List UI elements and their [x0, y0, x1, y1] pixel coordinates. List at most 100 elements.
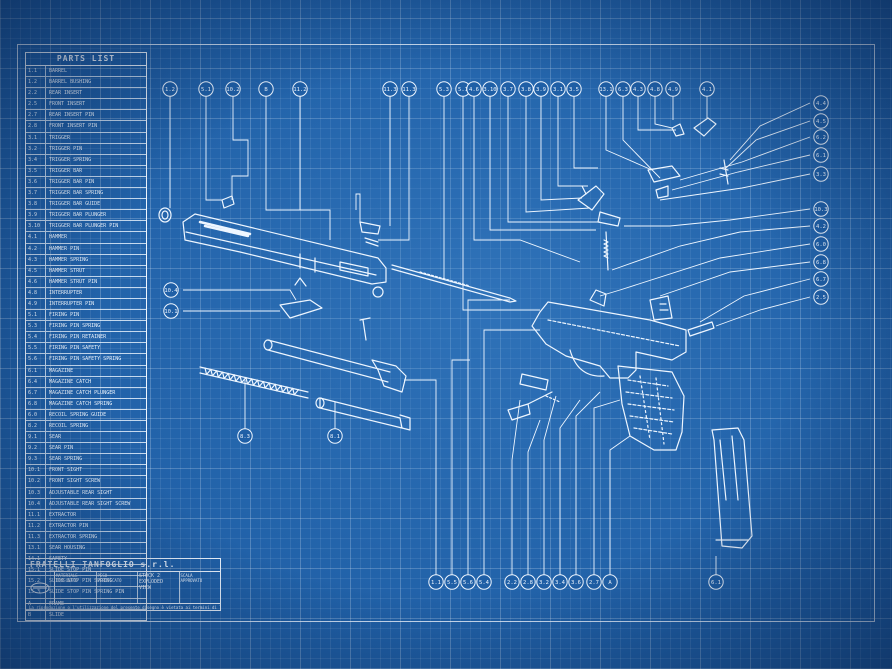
callout-label: 5.1	[201, 87, 211, 93]
callout-c-10-2: 10.2	[225, 81, 241, 97]
callout-label: 2.2	[507, 580, 517, 586]
callout-c-11-5: 11.3	[401, 81, 417, 97]
magazine-catch-part	[687, 321, 715, 337]
callout-c-1-2: 1.2	[162, 81, 178, 97]
callout-label: 3.4	[555, 580, 566, 586]
recoil-guide-part	[315, 397, 411, 431]
callout-label: 6.2	[816, 135, 826, 141]
callout-c-5-1: 5.1	[198, 81, 214, 97]
callout-label: 5.4	[479, 580, 490, 586]
callout-label: 4.8	[650, 87, 660, 93]
callout-c-r-6-2: 6.2	[813, 129, 829, 145]
magazine-part	[711, 427, 753, 549]
callout-c-3-8: 3.8	[518, 81, 534, 97]
recoil-spring-part	[199, 366, 309, 399]
callout-c-r-4-4: 4.4	[813, 95, 829, 111]
callout-label: 3.3	[816, 172, 826, 178]
callout-label: 3.8	[521, 87, 531, 93]
callout-c-bt-2-2: 2.2	[504, 574, 520, 590]
callout-c-l-10-4: 10.4	[163, 282, 179, 298]
callout-c-bt-6-1: 6.1	[708, 574, 724, 590]
callout-c-bt-5-6: 5.6	[460, 574, 476, 590]
callout-label: 5.5	[447, 580, 457, 586]
callout-label: 6.8	[816, 260, 826, 266]
callout-label: 3.9	[536, 87, 546, 93]
callout-c-13-1: 13.1	[598, 81, 614, 97]
callout-c-3-7: 3.7	[500, 81, 516, 97]
callout-c-3-1: 3.1	[550, 81, 566, 97]
callout-label: 11.3	[402, 87, 415, 93]
callout-label: 4.3	[633, 87, 643, 93]
barrel-bushing-part	[158, 207, 172, 223]
callout-c-b-8-3: 8.3	[237, 428, 253, 444]
callout-label: 4.6	[469, 87, 479, 93]
callout-label: 3.7	[503, 87, 513, 93]
callout-label: 10.4	[164, 288, 178, 294]
callout-c-6-3: 6.3	[615, 81, 631, 97]
callout-c-3-5: 3.5	[566, 81, 582, 97]
callout-c-l-10-1: 10.1	[163, 303, 179, 319]
callout-label: 2.5	[816, 295, 826, 301]
slide-part	[182, 213, 387, 285]
callout-label: 3.2	[539, 580, 549, 586]
callout-c-r-6-1: 6.1	[813, 147, 829, 163]
callout-label: 5.6	[463, 580, 473, 586]
callout-c-bt-5-4: 5.4	[476, 574, 492, 590]
callout-label: 6.1	[816, 153, 826, 159]
callout-c-11-3: 11.3	[382, 81, 398, 97]
callout-c-4-6: 4.6	[466, 81, 482, 97]
extractor-spring-part	[364, 237, 379, 247]
callout-label: 6.7	[816, 277, 826, 283]
callout-c-bt-3-4: 3.4	[552, 574, 568, 590]
callout-label: 5.3	[439, 87, 449, 93]
callout-c-r-4-5: 4.5	[813, 113, 829, 129]
callout-label: 1.1	[431, 580, 441, 586]
firing-pin-retainer-part	[372, 286, 384, 298]
callout-label: 4.2	[816, 224, 826, 230]
callout-label: 6.0	[816, 242, 826, 248]
callout-label: 3.1	[553, 87, 563, 93]
callout-label: 8.3	[240, 434, 250, 440]
extractor-part	[359, 221, 381, 235]
firing-pin-part	[391, 264, 517, 303]
hammer-part	[577, 185, 621, 271]
callout-label: 4.4	[816, 101, 827, 107]
trigger-group-part	[507, 373, 561, 421]
callout-c-11-2: 11.2	[292, 81, 308, 97]
rear-sight-part	[279, 277, 323, 319]
callout-c-3-9: 3.9	[533, 81, 549, 97]
callout-c-r-6-7: 6.7	[813, 271, 829, 287]
callout-c-r-4-2: 4.2	[813, 218, 829, 234]
callout-label: 4.1	[702, 87, 712, 93]
callout-c-4-8: 4.8	[647, 81, 663, 97]
callout-label: 6.3	[618, 87, 628, 93]
callout-label: 2.7	[589, 580, 599, 586]
callout-c-r-2-5: 2.5	[813, 289, 829, 305]
callout-c-bt-5-5: 5.5	[444, 574, 460, 590]
callout-c-4-9: 4.9	[665, 81, 681, 97]
hammer-spring-part	[719, 159, 729, 185]
callout-label: 6.1	[711, 580, 721, 586]
callout-c-bt-a: A	[602, 574, 618, 590]
slide-pin-part	[359, 317, 371, 341]
callout-c-b-8-1: 8.1	[327, 428, 343, 444]
callout-c-r-10-3: 10.3	[813, 201, 829, 217]
callout-c-bt-3-6: 3.6	[568, 574, 584, 590]
callout-c-bt-2-7: 2.7	[586, 574, 602, 590]
callout-c-bt-2-8: 2.8	[520, 574, 536, 590]
callout-label: 1.2	[165, 87, 175, 93]
callout-c-r-3-3: 3.3	[813, 166, 829, 182]
callout-label: 11.3	[383, 87, 396, 93]
frame-part	[531, 289, 687, 379]
callout-label: 3.6	[571, 580, 581, 586]
callout-c-bt-3-2: 3.2	[536, 574, 552, 590]
callout-label: 3.5	[569, 87, 579, 93]
callout-label: 4.9	[668, 87, 678, 93]
callout-c-4-3: 4.3	[630, 81, 646, 97]
callout-c-5-3: 5.3	[436, 81, 452, 97]
callout-c-r-6-0: 6.0	[813, 236, 829, 252]
callout-c-b: B	[258, 81, 274, 97]
barrel-part	[263, 339, 407, 393]
